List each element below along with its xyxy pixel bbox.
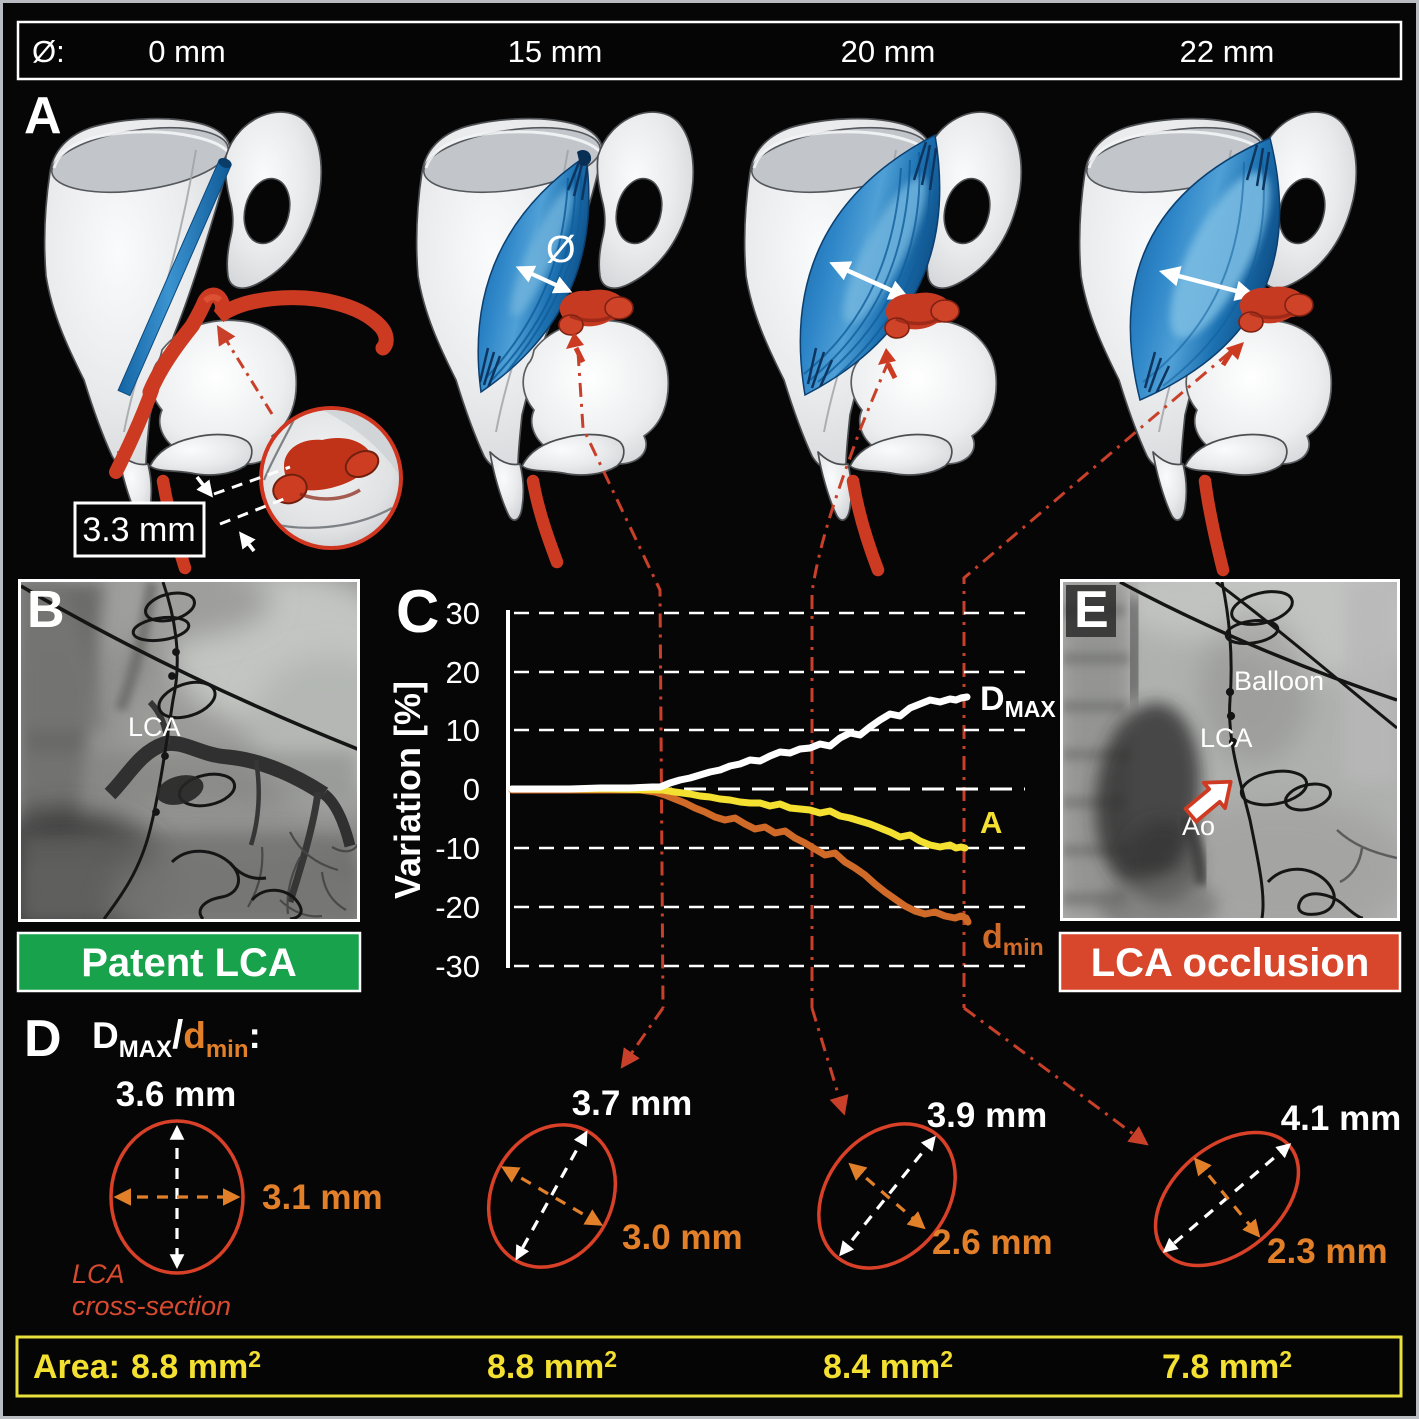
svg-text:8.4 mm2: 8.4 mm2 [823,1346,953,1386]
svg-text:30: 30 [446,596,480,631]
svg-text:Balloon: Balloon [1234,666,1324,696]
svg-text:3.7 mm: 3.7 mm [572,1084,693,1123]
svg-text:cross-section: cross-section [72,1291,231,1321]
svg-text:Ø:: Ø: [32,34,65,69]
svg-text:Variation [%]: Variation [%] [387,681,428,899]
svg-text:D: D [24,1010,62,1068]
svg-text:B: B [27,581,65,639]
svg-text:22 mm: 22 mm [1180,34,1275,69]
svg-text:0: 0 [463,772,480,807]
svg-text:A: A [24,87,62,145]
svg-text:3.9 mm: 3.9 mm [927,1096,1048,1135]
svg-text:E: E [1074,581,1109,639]
svg-text:Ø: Ø [546,229,576,271]
svg-text:20 mm: 20 mm [841,34,936,69]
svg-text:Patent LCA: Patent LCA [81,941,297,985]
svg-text:10: 10 [446,713,480,748]
svg-text:7.8 mm2: 7.8 mm2 [1162,1346,1292,1386]
svg-text:LCA: LCA [1200,723,1253,753]
svg-text:-30: -30 [435,949,480,984]
svg-text:8.8 mm2: 8.8 mm2 [487,1346,617,1386]
svg-text:3.3 mm: 3.3 mm [82,511,195,549]
svg-text:-20: -20 [435,890,480,925]
svg-text:-10: -10 [435,831,480,866]
svg-text:A: A [980,805,1002,840]
svg-text:Area:: Area: [33,1348,120,1386]
svg-text:4.1 mm: 4.1 mm [1281,1099,1402,1138]
svg-text:3.6 mm: 3.6 mm [116,1075,237,1114]
svg-text:LCA: LCA [128,712,181,742]
svg-text:15 mm: 15 mm [508,34,603,69]
svg-text:LCA: LCA [72,1259,125,1289]
svg-text:8.8 mm2: 8.8 mm2 [131,1346,261,1386]
svg-text:3.0 mm: 3.0 mm [622,1218,743,1257]
svg-text:2.3 mm: 2.3 mm [1267,1232,1388,1271]
svg-text:3.1 mm: 3.1 mm [262,1178,383,1217]
svg-text:C: C [396,578,439,645]
svg-text:2.6 mm: 2.6 mm [932,1223,1053,1262]
svg-text:20: 20 [446,655,480,690]
svg-text:LCA occlusion: LCA occlusion [1091,941,1370,985]
svg-text:0 mm: 0 mm [148,34,226,69]
